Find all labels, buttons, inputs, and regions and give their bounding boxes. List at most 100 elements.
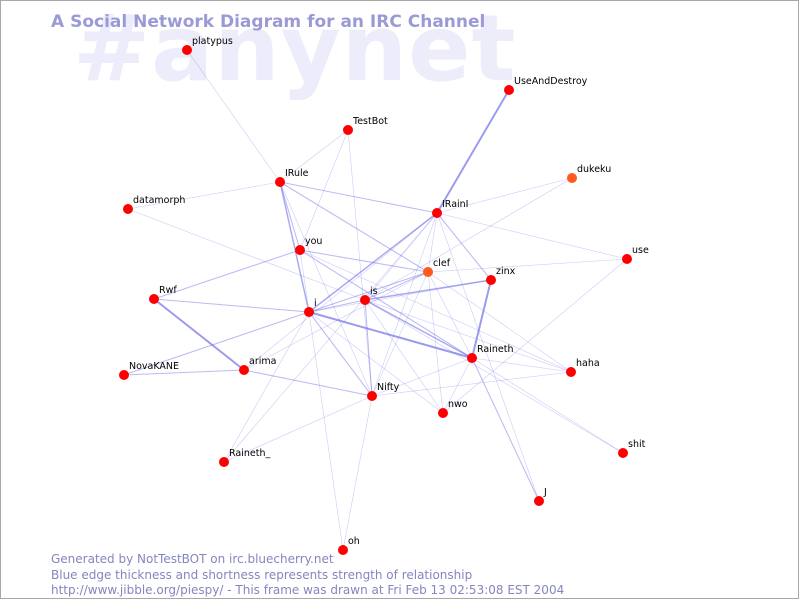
node-i[interactable]: i: [304, 298, 317, 317]
edge-i-Raineth_: [223, 311, 310, 463]
node-label: haha: [576, 358, 600, 369]
node-label: nwo: [448, 399, 468, 410]
node-dot[interactable]: [438, 408, 448, 418]
node-dot[interactable]: [534, 496, 544, 506]
node-dot[interactable]: [343, 125, 353, 135]
node-nwo[interactable]: nwo: [438, 399, 468, 418]
edge-TestBot-you: [299, 129, 349, 251]
edge-Raineth-shit: [471, 357, 624, 454]
edge-use-clef: [427, 258, 628, 273]
node-dot[interactable]: [622, 254, 632, 264]
edge-clef-haha: [427, 271, 572, 373]
edge-TestBot-Nifty: [347, 129, 373, 397]
node-haha[interactable]: haha: [566, 358, 600, 377]
node-platypus[interactable]: platypus: [182, 36, 233, 55]
node-dot[interactable]: [504, 85, 514, 95]
node-UseAndDestroy[interactable]: UseAndDestroy: [504, 76, 588, 95]
edge-Nifty-Raineth_: [223, 395, 373, 463]
edge-arima-Nifty: [243, 369, 373, 397]
node-dot[interactable]: [423, 267, 433, 277]
node-dot[interactable]: [566, 367, 576, 377]
diagram-title: A Social Network Diagram for an IRC Chan…: [51, 12, 486, 32]
node-label: dukeku: [577, 164, 611, 175]
edge-IRainI-zinx: [436, 212, 492, 281]
node-dot[interactable]: [304, 307, 314, 317]
node-is[interactable]: is: [360, 286, 378, 305]
node-TestBot[interactable]: TestBot: [343, 116, 388, 135]
node-dot[interactable]: [119, 370, 129, 380]
node-Nifty[interactable]: Nifty: [367, 382, 400, 401]
node-NovaKANE[interactable]: NovaKANE: [119, 361, 179, 380]
edge-Raineth-haha: [471, 357, 572, 373]
edge-IRainI-arima: [243, 212, 438, 371]
node-clef[interactable]: clef: [423, 258, 451, 277]
node-dot[interactable]: [295, 245, 305, 255]
node-label: you: [305, 236, 322, 247]
node-oh[interactable]: oh: [338, 536, 360, 555]
node-label: arima: [249, 356, 276, 367]
edge-platypus-IRule: [186, 49, 281, 183]
node-label: Rwf: [159, 285, 177, 296]
node-dot[interactable]: [123, 204, 133, 214]
edge-IRainI-Nifty: [371, 212, 438, 397]
node-label: IRule: [285, 168, 309, 179]
edge-i-NovaKANE: [123, 311, 310, 376]
node-dukeku[interactable]: dukeku: [567, 164, 611, 183]
edge-you-clef: [299, 249, 429, 273]
node-zinx[interactable]: zinx: [486, 266, 516, 285]
node-label: shit: [628, 439, 646, 450]
node-dot[interactable]: [182, 45, 192, 55]
edge-clef-is: [364, 271, 429, 301]
node-dot[interactable]: [618, 448, 628, 458]
node-dot[interactable]: [338, 545, 348, 555]
edge-Rwf-i: [153, 298, 310, 313]
node-label: UseAndDestroy: [514, 76, 588, 87]
footer-link[interactable]: http://www.jibble.org/piespy/ - This fra…: [51, 583, 565, 597]
node-Raineth_[interactable]: Raineth_: [219, 448, 270, 467]
node-label: IRainI: [442, 199, 468, 210]
node-IRule[interactable]: IRule: [275, 168, 309, 187]
node-Raineth[interactable]: Raineth: [467, 344, 513, 363]
node-label: use: [632, 245, 649, 256]
node-dot[interactable]: [360, 295, 370, 305]
node-dot[interactable]: [367, 391, 377, 401]
node-dot[interactable]: [467, 353, 477, 363]
node-label: oh: [348, 536, 360, 547]
node-dot[interactable]: [486, 275, 496, 285]
edge-IRule-i: [279, 181, 310, 313]
footer-generated-by: Generated by NotTestBOT on irc.bluecherr…: [51, 552, 334, 566]
node-Rwf[interactable]: Rwf: [149, 285, 177, 304]
node-label: Raineth: [477, 344, 513, 355]
node-dot[interactable]: [149, 294, 159, 304]
node-dot[interactable]: [432, 208, 442, 218]
edge-is-Raineth: [364, 299, 473, 359]
edge-IRule-IRainI: [279, 181, 438, 214]
edge-IRainI-is: [364, 212, 438, 301]
edge-clef-i: [308, 271, 429, 313]
edge-dukeku-IRainI: [436, 177, 573, 214]
edge-clef-Raineth: [427, 271, 473, 359]
node-label: J: [543, 487, 547, 498]
edge-is-nwo: [364, 299, 444, 414]
edge-layer: [123, 49, 628, 551]
node-IRainI[interactable]: IRainI: [432, 199, 468, 218]
node-dot[interactable]: [239, 365, 249, 375]
node-label: i: [314, 298, 317, 309]
node-arima[interactable]: arima: [239, 356, 276, 375]
edge-IRainI-J: [436, 212, 540, 502]
node-J[interactable]: J: [534, 487, 547, 506]
edge-IRainI-clef: [427, 212, 438, 273]
node-dot[interactable]: [567, 173, 577, 183]
node-dot[interactable]: [219, 457, 229, 467]
edge-datamorph-IRule: [127, 181, 281, 210]
node-datamorph[interactable]: datamorph: [123, 195, 185, 214]
edge-Raineth-nwo: [442, 357, 473, 414]
node-you[interactable]: you: [295, 236, 322, 255]
node-shit[interactable]: shit: [618, 439, 646, 458]
node-label: zinx: [496, 266, 516, 277]
node-use[interactable]: use: [622, 245, 649, 264]
node-label: Nifty: [377, 382, 400, 393]
node-dot[interactable]: [275, 177, 285, 187]
edge-datamorph-is: [127, 208, 366, 301]
